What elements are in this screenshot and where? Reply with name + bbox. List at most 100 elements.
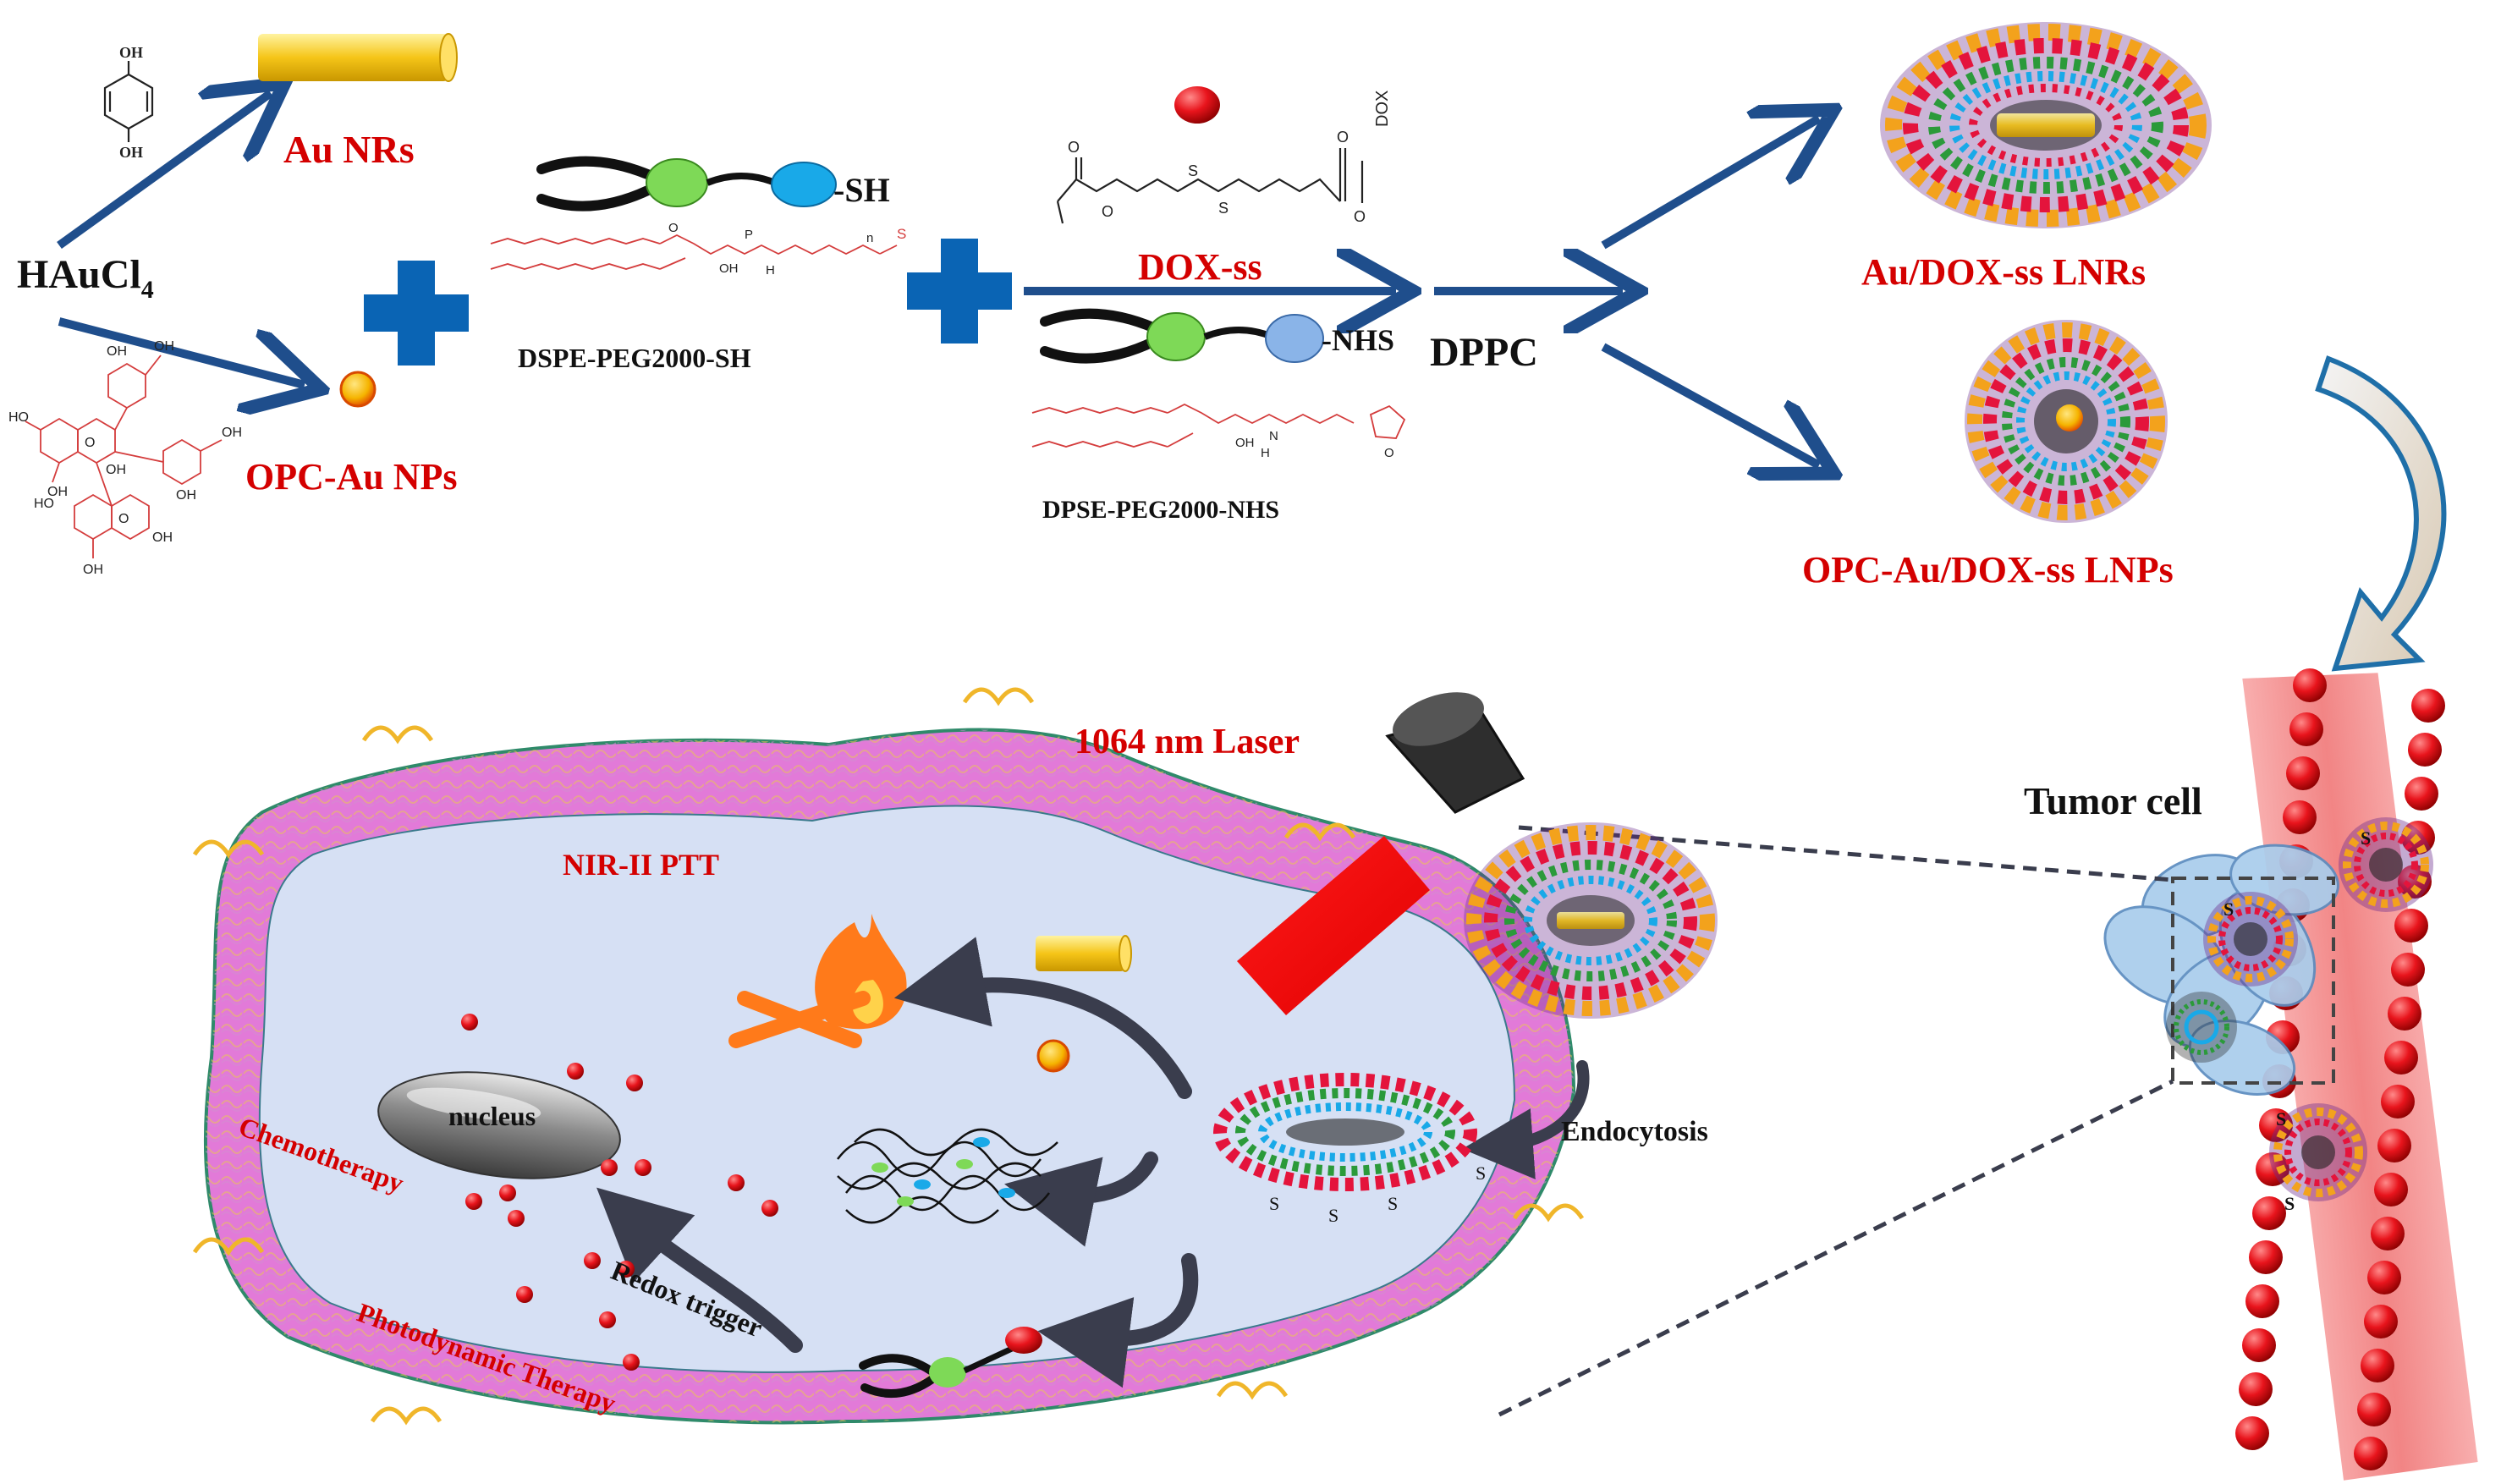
dspe-sh-p: P <box>745 228 753 242</box>
red-blood-cell <box>2242 1328 2276 1362</box>
arrow-to-lnps <box>1601 343 1819 465</box>
dox-ss-o-3: O <box>1337 129 1349 146</box>
opc-au-nanoparticle <box>339 371 377 408</box>
dox-ss-o-1: O <box>1068 139 1080 156</box>
arrow-to-opc-au-nps <box>58 317 305 385</box>
red-blood-cell <box>2408 733 2442 767</box>
dox-dot <box>728 1174 745 1191</box>
cell-gold-nanorod <box>1036 935 1132 972</box>
dspe-peg-sh-cartoon <box>536 156 837 212</box>
nhs-label: -NHS <box>1322 323 1394 357</box>
dpse-nhs-h: H <box>1261 446 1270 460</box>
cytoplasm <box>258 805 1516 1373</box>
red-blood-cell <box>2252 1196 2286 1230</box>
procyanidin-labels: OH OH HO O OH OH OH OH HO O OH OH <box>8 339 242 577</box>
dox-dot <box>623 1354 640 1371</box>
red-blood-cell <box>2357 1393 2391 1426</box>
red-blood-cell <box>2289 712 2323 746</box>
laser-device <box>1237 692 1525 1015</box>
dox-dot <box>635 1159 651 1176</box>
opc-oh-7: OH <box>152 530 173 545</box>
dpse-nhs-o: O <box>1384 446 1394 460</box>
sh-label: -SH <box>833 171 890 209</box>
vessel-s-2: S <box>2361 827 2371 849</box>
dox-structure-tag: DOX <box>1373 91 1392 127</box>
ptt-label: NIR-II PTT <box>563 848 719 882</box>
opc-o-2: O <box>118 512 129 526</box>
zoom-line-bottom <box>1498 1079 2174 1417</box>
arrow-to-au-nrs <box>57 93 271 250</box>
red-blood-cell <box>2367 1261 2401 1294</box>
red-blood-cell <box>2411 689 2445 723</box>
vessel-s-labels: S S S S <box>2223 827 2371 1214</box>
released-lipid-dox <box>859 1327 1042 1399</box>
zoom-box <box>2171 877 2335 1085</box>
membrane-proteins <box>192 687 1585 1426</box>
intracellular-arrows <box>596 937 1590 1388</box>
endo-s-4: S <box>1476 1162 1486 1184</box>
hydroquinone-oh-bottom: OH <box>119 144 143 161</box>
red-blood-cell <box>2398 865 2432 899</box>
delivery-curved-arrow <box>2315 355 2447 672</box>
dox-dot <box>461 1014 478 1031</box>
dox-ss-atom-labels: O O S S O O <box>1068 129 1366 225</box>
dox-dot <box>601 1159 618 1176</box>
opc-au-dox-lnps-label: OPC-Au/DOX-ss LNPs <box>1802 549 2174 591</box>
au-nrs-label: Au NRs <box>283 128 415 171</box>
red-blood-cell <box>2377 1129 2411 1162</box>
vessel-nanoparticles <box>2166 817 2433 1201</box>
au-dox-lnrs-label: Au/DOX-ss LNRs <box>1861 251 2146 293</box>
dox-dot <box>584 1252 601 1269</box>
opc-oh-3: OH <box>47 485 68 499</box>
opc-oh-4: OH <box>106 463 126 477</box>
fire-icon <box>728 914 907 1048</box>
red-blood-cell <box>2364 1305 2398 1338</box>
red-blood-cell <box>2388 997 2421 1031</box>
dspe-sh-n-sub: n <box>866 231 873 245</box>
laser-label: 1064 nm Laser <box>1075 723 1300 761</box>
nucleus <box>377 1071 621 1179</box>
red-blood-cell <box>2256 1152 2289 1186</box>
opc-o-1: O <box>85 436 95 450</box>
opc-au-nps-label: OPC-Au NPs <box>245 456 458 497</box>
dox-dot <box>508 1210 525 1227</box>
disassembled-lipids <box>837 1128 1058 1224</box>
dox-dot <box>567 1063 584 1080</box>
dppc-label: DPPC <box>1430 330 1538 375</box>
dox-dot <box>626 1075 643 1091</box>
red-blood-cell <box>2245 1284 2279 1318</box>
dox-drug-sphere <box>1174 86 1220 124</box>
au-dox-lnr-particle <box>1880 22 2212 228</box>
dpse-peg-nhs-structure <box>1031 403 1406 448</box>
dox-dot <box>618 1261 635 1278</box>
red-blood-cell <box>2361 1349 2394 1382</box>
dox-ss-o-4: O <box>1354 208 1366 225</box>
entering-lnr-particle <box>1464 822 1718 1019</box>
opc-oh-8: OH <box>83 563 103 577</box>
released-dox-dots <box>461 1014 778 1371</box>
procyanidin-structure <box>25 355 223 558</box>
red-blood-cell <box>2394 909 2428 943</box>
dox-ss-s-1: S <box>1188 162 1198 179</box>
endo-s-1: S <box>1269 1193 1279 1214</box>
red-blood-cell <box>2374 1173 2408 1206</box>
dox-ss-s-2: S <box>1218 200 1229 217</box>
endo-s-2: S <box>1328 1205 1338 1226</box>
dspe-sh-h: H <box>766 263 775 278</box>
vessel-s-4: S <box>2284 1193 2295 1214</box>
haucl4-label: HAuCl4 <box>17 252 154 304</box>
opc-oh-1: OH <box>107 344 127 359</box>
opc-oh-2: OH <box>154 339 174 354</box>
opc-oh-5: OH <box>222 426 242 440</box>
endocytosis-label: Endocytosis <box>1561 1116 1708 1147</box>
disassembled-headgroups <box>871 1137 1015 1206</box>
plus-sign-2 <box>907 239 1012 344</box>
dpse-nhs-labels: N H OH O <box>1235 429 1394 460</box>
opc-ho-1: HO <box>8 410 29 425</box>
dspe-peg-sh-label: DSPE-PEG2000-SH <box>518 343 751 373</box>
dpse-nhs-oh: OH <box>1235 436 1255 450</box>
red-blood-cell <box>2371 1217 2405 1250</box>
gold-nanorod <box>258 33 458 82</box>
red-blood-cell <box>2384 1041 2418 1075</box>
dspe-sh-o-1: O <box>668 221 679 235</box>
